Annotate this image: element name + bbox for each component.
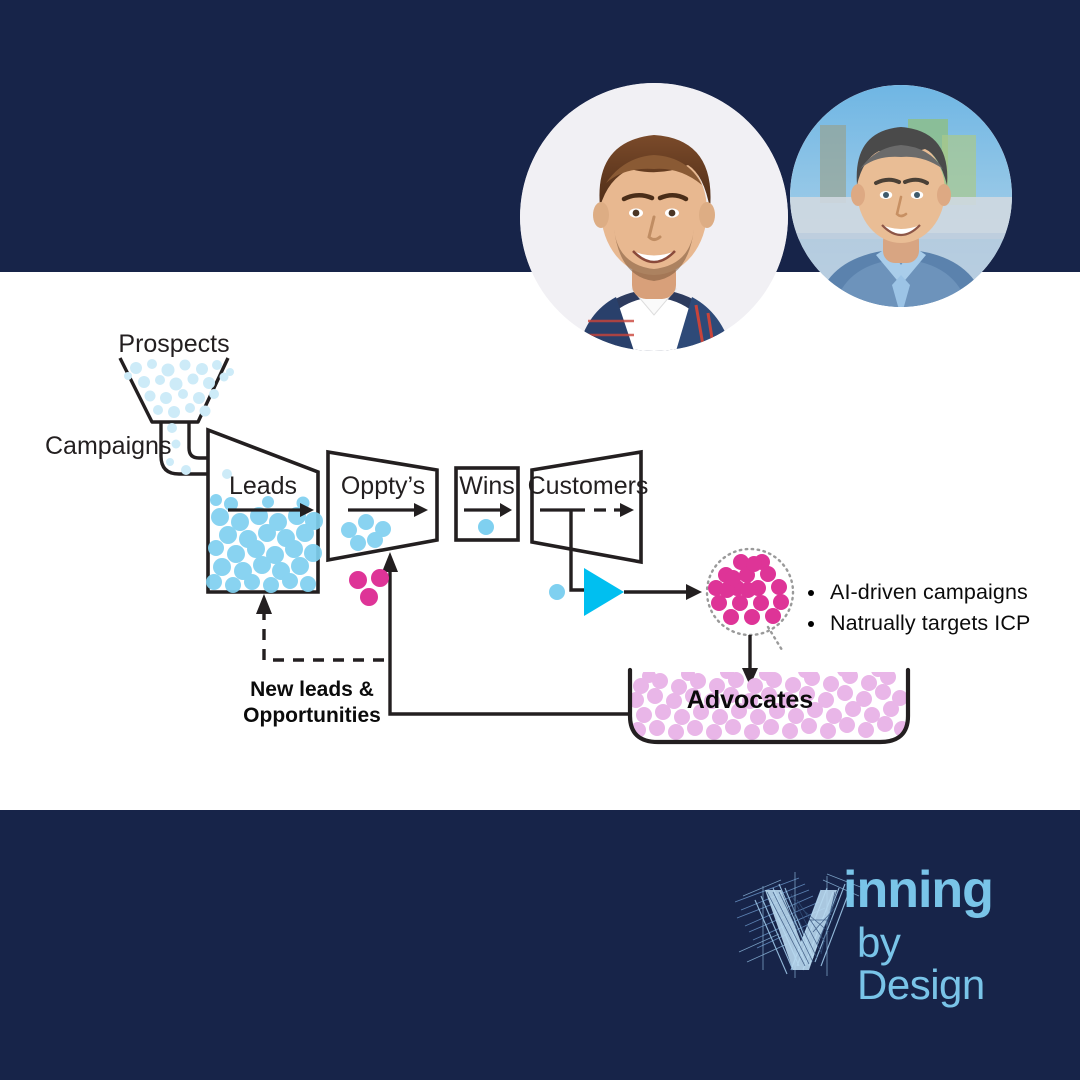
opptys-label: Oppty’s — [341, 472, 425, 500]
prospects-hopper: Prospects — [118, 330, 234, 466]
advocates-dots — [630, 672, 908, 740]
avatar-left-image — [520, 83, 788, 351]
new-leads-label-line2: Opportunities — [243, 704, 381, 727]
loop-arrowhead — [382, 552, 398, 572]
engine-triangle-icon — [584, 568, 624, 616]
campaigns-label: Campaigns — [45, 432, 171, 460]
new-leads-label-line1: New leads & — [250, 678, 374, 701]
logo-brand-text: inning — [843, 861, 994, 919]
logo-w-mark-icon — [735, 872, 864, 978]
icp-to-advocates-arrow — [742, 635, 758, 686]
customers-label: Customers — [528, 472, 649, 500]
footer-band — [0, 810, 1080, 1080]
advocates-pool: Advocates — [627, 667, 911, 745]
prospects-label: Prospects — [118, 330, 229, 358]
list-item: AI-driven campaigns — [808, 577, 1030, 608]
stage-opptys: Oppty’s — [326, 449, 439, 563]
winning-by-design-logo: inning by Design — [735, 861, 995, 1006]
campaigns-pipe — [159, 422, 218, 476]
icp-dots — [708, 554, 789, 625]
funnel-diagram: Prospects Campaigns Leads — [0, 272, 1080, 810]
bullet-dot-icon — [808, 590, 814, 597]
bullet-dot-icon — [808, 620, 814, 627]
list-item: Natrually targets ICP — [808, 608, 1031, 639]
advocates-label: Advocates — [687, 686, 813, 714]
prospects-dots — [124, 359, 234, 466]
wins-label: Wins — [459, 472, 515, 500]
speaker-photo-right — [790, 85, 1012, 307]
stage-leads: Leads — [206, 427, 323, 594]
speaker-photo-left — [520, 83, 788, 351]
pipe-dot — [181, 465, 191, 475]
funnel-diagram-svg: Prospects Campaigns Leads — [45, 330, 911, 745]
bullet-text: Natrually targets ICP — [830, 610, 1031, 635]
icp-cluster — [705, 547, 795, 652]
advocates-to-opptys-loop — [388, 568, 630, 716]
wins-dot — [478, 519, 494, 535]
stage-wins: Wins — [454, 466, 520, 542]
avatar-right-image — [790, 85, 1012, 307]
opptys-dots — [341, 514, 391, 551]
new-opportunity-dots — [349, 569, 389, 606]
benefits-list: AI-driven campaigns Natrually targets IC… — [806, 577, 1030, 638]
leads-dots — [206, 494, 323, 593]
new-leads-arrowhead — [256, 594, 272, 614]
customer-dot — [549, 584, 565, 600]
leads-label: Leads — [229, 472, 297, 500]
stage-customers: Customers — [528, 449, 649, 565]
bullet-text: AI-driven campaigns — [830, 580, 1028, 604]
engine-to-icp-arrow — [624, 584, 702, 600]
logo-tagline-text: by Design — [857, 919, 985, 1008]
new-leads-dashed-path — [262, 610, 384, 662]
